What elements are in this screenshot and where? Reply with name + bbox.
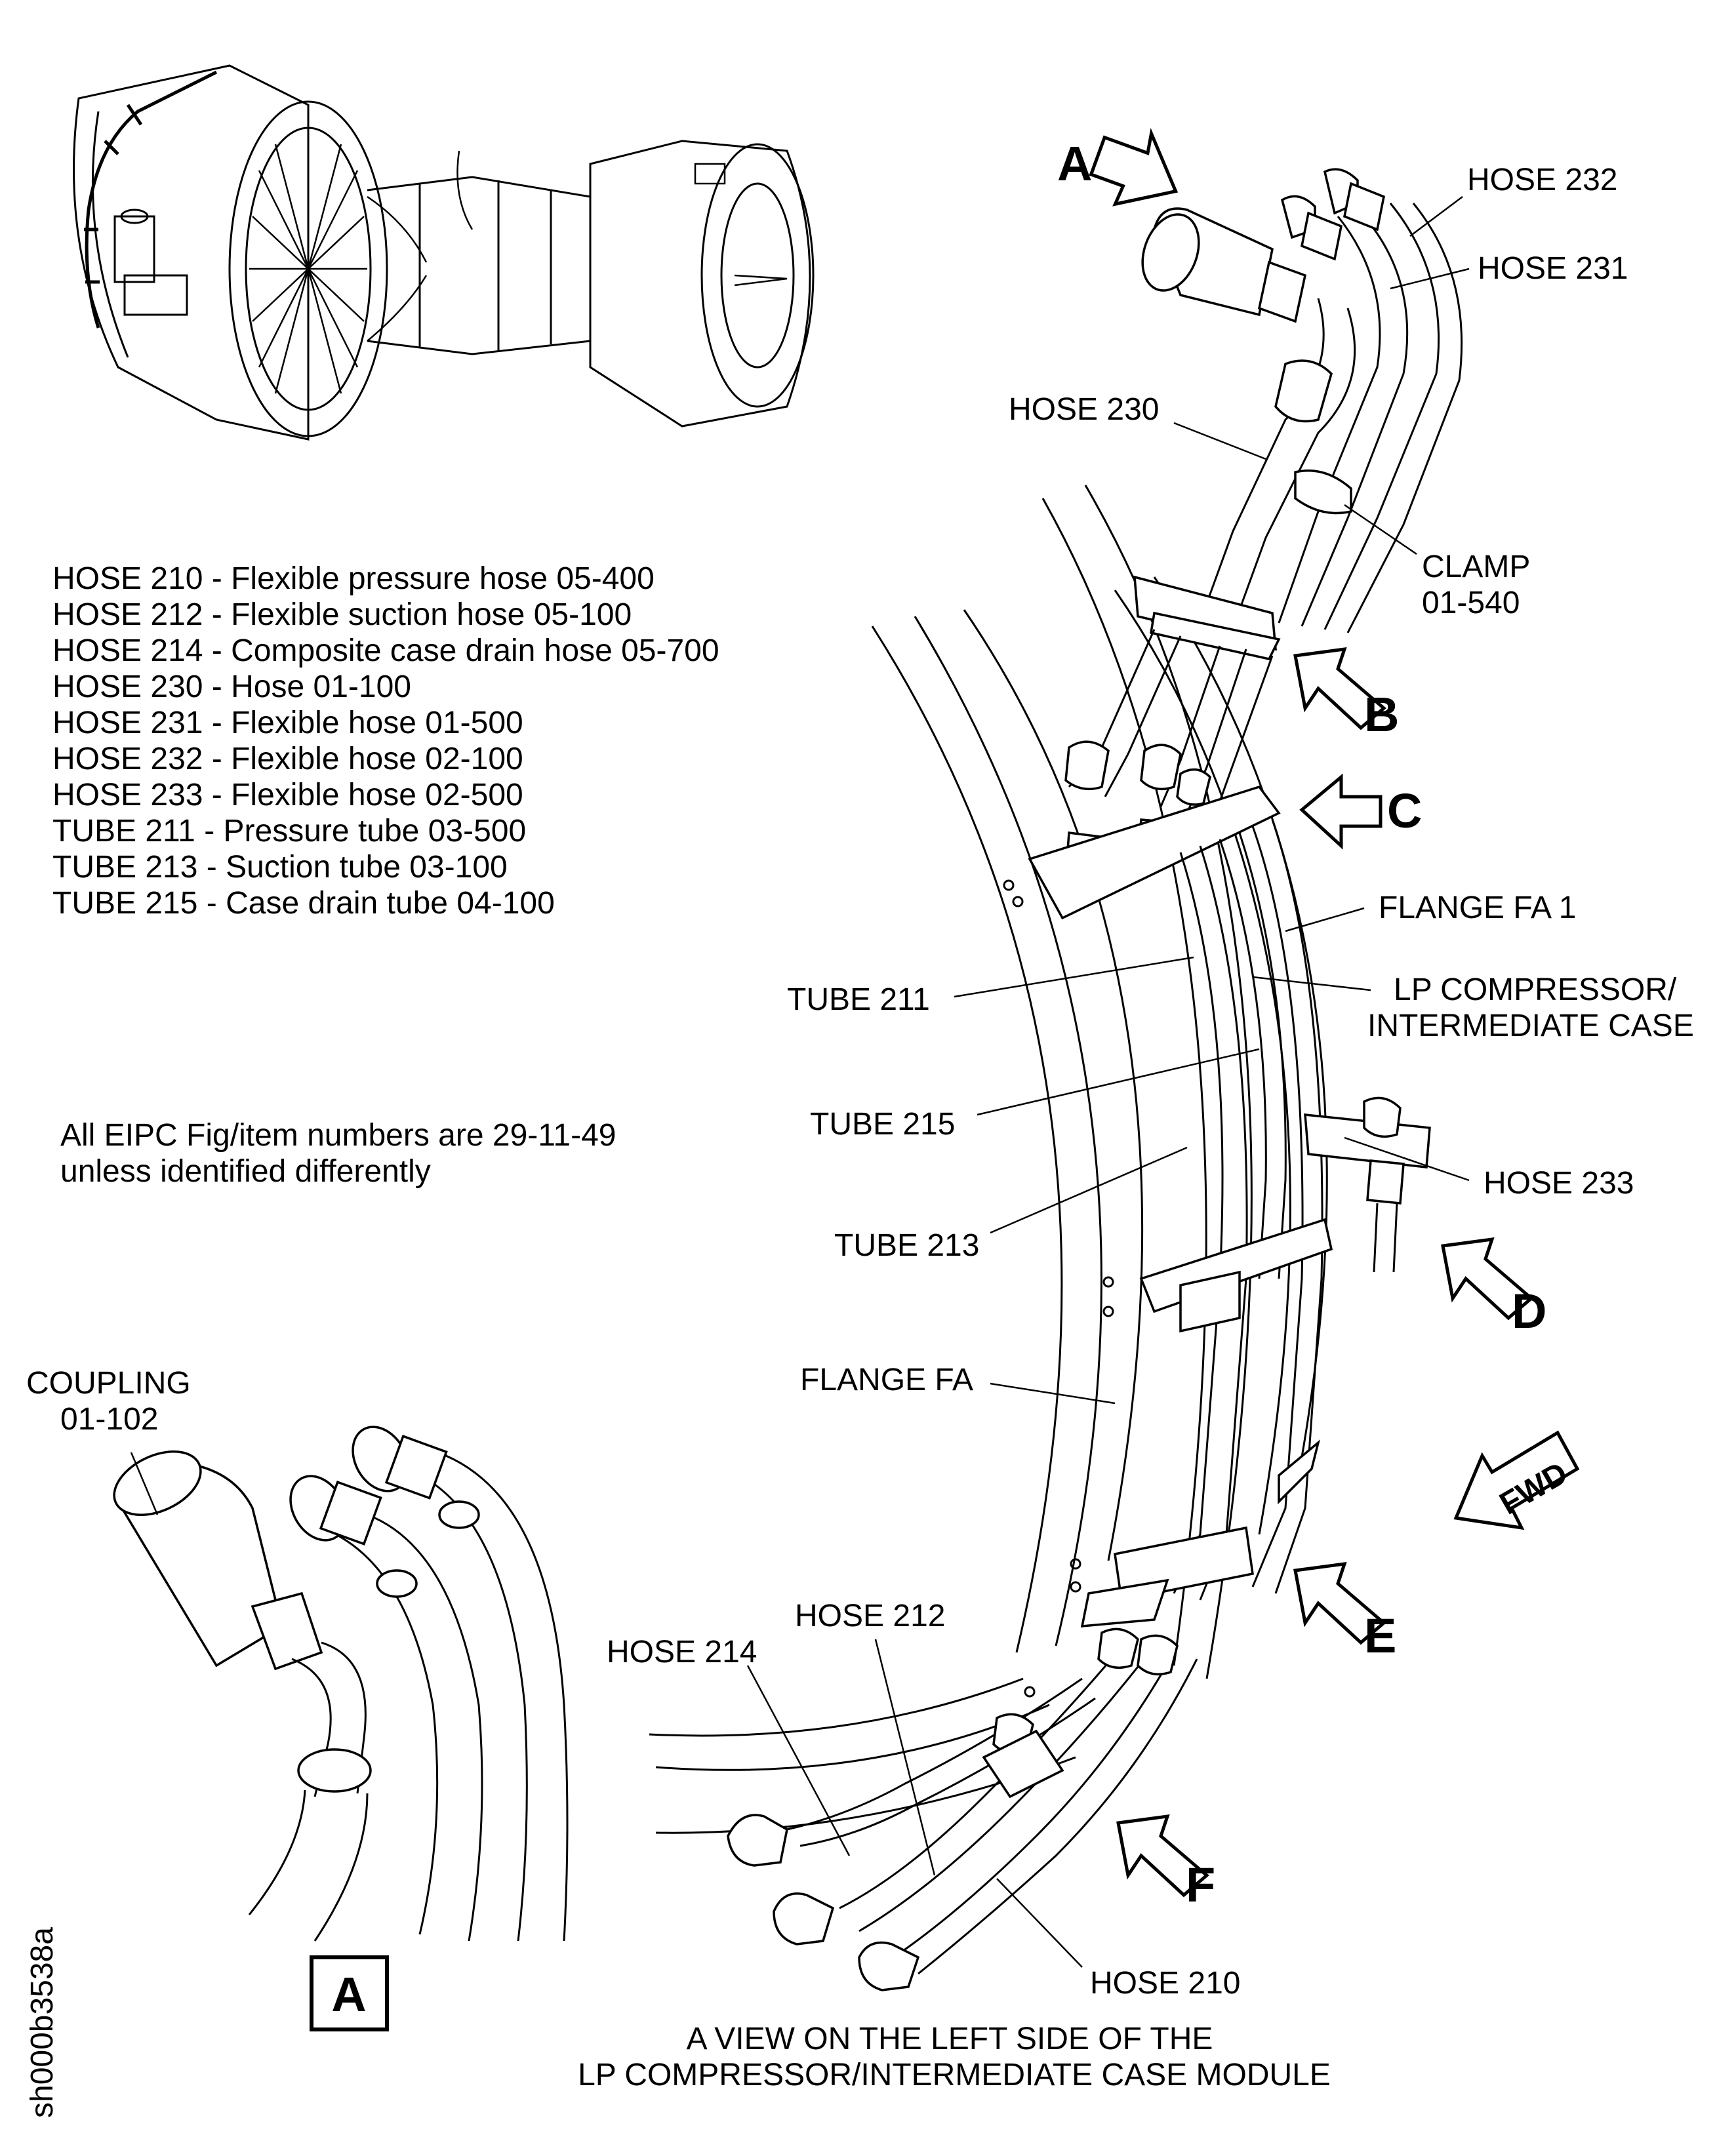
- legend-line: HOSE 232 - Flexible hose 02-100: [52, 742, 523, 776]
- view-arrow-b-letter: B: [1364, 687, 1399, 742]
- view-arrow-c: C: [1299, 773, 1422, 850]
- leader-lines: [746, 196, 1470, 1968]
- coupling-leader: [130, 1452, 159, 1515]
- view-arrow-a: A: [1057, 127, 1179, 207]
- clamp-label: CLAMP: [1422, 549, 1530, 584]
- note-line: All EIPC Fig/item numbers are 29-11-49: [60, 1118, 616, 1153]
- coupling-number: 01-102: [60, 1402, 158, 1437]
- hose-tube-legend: HOSE 210 - Flexible pressure hose 05-400…: [52, 561, 719, 921]
- legend-line: TUBE 211 - Pressure tube 03-500: [52, 814, 526, 849]
- tube-211-label: TUBE 211: [787, 982, 930, 1017]
- view-arrow-f: F: [1116, 1814, 1215, 1912]
- view-arrow-f-letter: F: [1186, 1858, 1215, 1912]
- view-caption-line2: LP COMPRESSOR/INTERMEDIATE CASE MODULE: [578, 2058, 1331, 2092]
- lp-case-label-line2: INTERMEDIATE CASE: [1367, 1009, 1694, 1043]
- flange-fa-label: FLANGE FA: [800, 1363, 973, 1397]
- legend-line: HOSE 212 - Flexible suction hose 05-100: [52, 597, 632, 632]
- clamp-number: 01-540: [1422, 586, 1520, 620]
- hose-210-label: HOSE 210: [1090, 1966, 1240, 2001]
- view-arrow-d: D: [1441, 1237, 1546, 1338]
- hose-230-label: HOSE 230: [1009, 392, 1159, 427]
- fwd-arrow: FWD: [1453, 1430, 1580, 1530]
- view-caption-line1: A VIEW ON THE LEFT SIDE OF THE: [687, 2022, 1213, 2056]
- legend-line: TUBE 213 - Suction tube 03-100: [52, 850, 508, 885]
- view-arrow-d-letter: D: [1512, 1284, 1546, 1338]
- hose-231-label: HOSE 231: [1478, 251, 1628, 286]
- flange-fa1-label: FLANGE FA 1: [1379, 890, 1576, 925]
- detail-a-tag-letter: A: [331, 1967, 366, 2022]
- legend-line: HOSE 230 - Hose 01-100: [52, 669, 411, 704]
- hose-232-label: HOSE 232: [1467, 163, 1617, 197]
- legend-line: HOSE 214 - Composite case drain hose 05-…: [52, 633, 719, 668]
- figure-id: sh000b3538a: [25, 1927, 60, 2118]
- view-arrow-c-letter: C: [1387, 784, 1422, 838]
- hose-212-label: HOSE 212: [795, 1599, 945, 1633]
- tube-215-label: TUBE 215: [810, 1107, 955, 1142]
- legend-line: TUBE 215 - Case drain tube 04-100: [52, 886, 555, 921]
- detail-a-illustration: [113, 1426, 569, 1942]
- hose-233-label: HOSE 233: [1484, 1166, 1634, 1201]
- legend-line: HOSE 233 - Flexible hose 02-500: [52, 778, 523, 812]
- tube-213-label: TUBE 213: [834, 1228, 979, 1263]
- view-arrow-b: B: [1293, 647, 1399, 742]
- coupling-label: COUPLING: [26, 1366, 191, 1401]
- view-arrow-e: E: [1293, 1561, 1396, 1663]
- view-arrow-e-letter: E: [1364, 1608, 1396, 1663]
- eipc-note: All EIPC Fig/item numbers are 29-11-49 u…: [60, 1118, 616, 1189]
- note-line: unless identified differently: [60, 1154, 431, 1189]
- legend-line: HOSE 210 - Flexible pressure hose 05-400: [52, 561, 655, 596]
- legend-line: HOSE 231 - Flexible hose 01-500: [52, 706, 523, 740]
- lp-compressor-case-illustration: [649, 168, 1463, 1991]
- engine-overview-illustration: [73, 64, 815, 441]
- view-arrow-a-letter: A: [1057, 136, 1092, 191]
- lp-case-label: LP COMPRESSOR/: [1394, 972, 1677, 1007]
- hose-214-label: HOSE 214: [607, 1635, 757, 1669]
- detail-a-tag: A: [310, 1955, 389, 2031]
